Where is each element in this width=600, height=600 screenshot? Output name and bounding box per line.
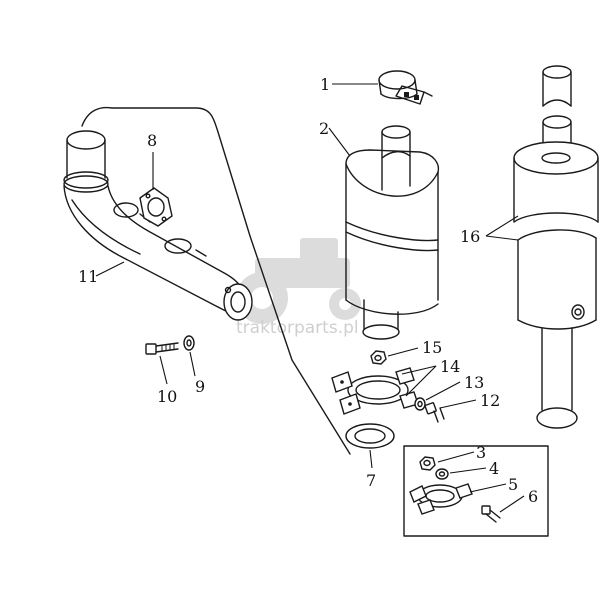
callout-7: 7 xyxy=(366,471,376,490)
callout-12: 12 xyxy=(480,391,500,410)
callout-8: 8 xyxy=(147,131,157,150)
nut-part-15 xyxy=(370,350,387,365)
gasket-part-8 xyxy=(139,187,173,227)
callout-5: 5 xyxy=(508,475,518,494)
callout-4: 4 xyxy=(489,459,499,478)
callout-6: 6 xyxy=(528,487,538,506)
clamp-part-1 xyxy=(378,70,433,105)
callout-2: 2 xyxy=(319,119,329,138)
washer-part-9 xyxy=(183,335,195,351)
bolt-part-12 xyxy=(424,402,445,423)
muffler-assembly-part-16 xyxy=(513,65,599,429)
watermark-text: traktorparts.pl xyxy=(236,318,359,338)
inset-box xyxy=(403,445,549,537)
leader-lines xyxy=(95,83,525,513)
muffler-part-2 xyxy=(345,125,440,340)
callout-13: 13 xyxy=(464,373,484,392)
callout-15: 15 xyxy=(422,338,442,357)
callout-3: 3 xyxy=(476,443,486,462)
callout-10: 10 xyxy=(157,387,177,406)
callouts: 1 2 3 4 5 6 7 8 9 10 11 12 13 14 15 16 xyxy=(78,75,538,506)
clamp-part-14 xyxy=(331,367,419,415)
manifold-part-11 xyxy=(63,106,351,455)
callout-16: 16 xyxy=(460,227,480,246)
callout-1: 1 xyxy=(320,75,330,94)
washer-part-13 xyxy=(414,397,426,411)
washer-part-4 xyxy=(435,468,449,480)
gasket-ring-part-7 xyxy=(345,423,395,449)
bolt-part-6 xyxy=(481,505,501,523)
clamp-part-5 xyxy=(409,483,473,515)
callout-9: 9 xyxy=(195,377,205,396)
nut-part-3 xyxy=(419,456,436,471)
callout-14: 14 xyxy=(440,357,460,376)
bolt-part-10 xyxy=(145,342,179,355)
callout-11: 11 xyxy=(78,267,98,286)
